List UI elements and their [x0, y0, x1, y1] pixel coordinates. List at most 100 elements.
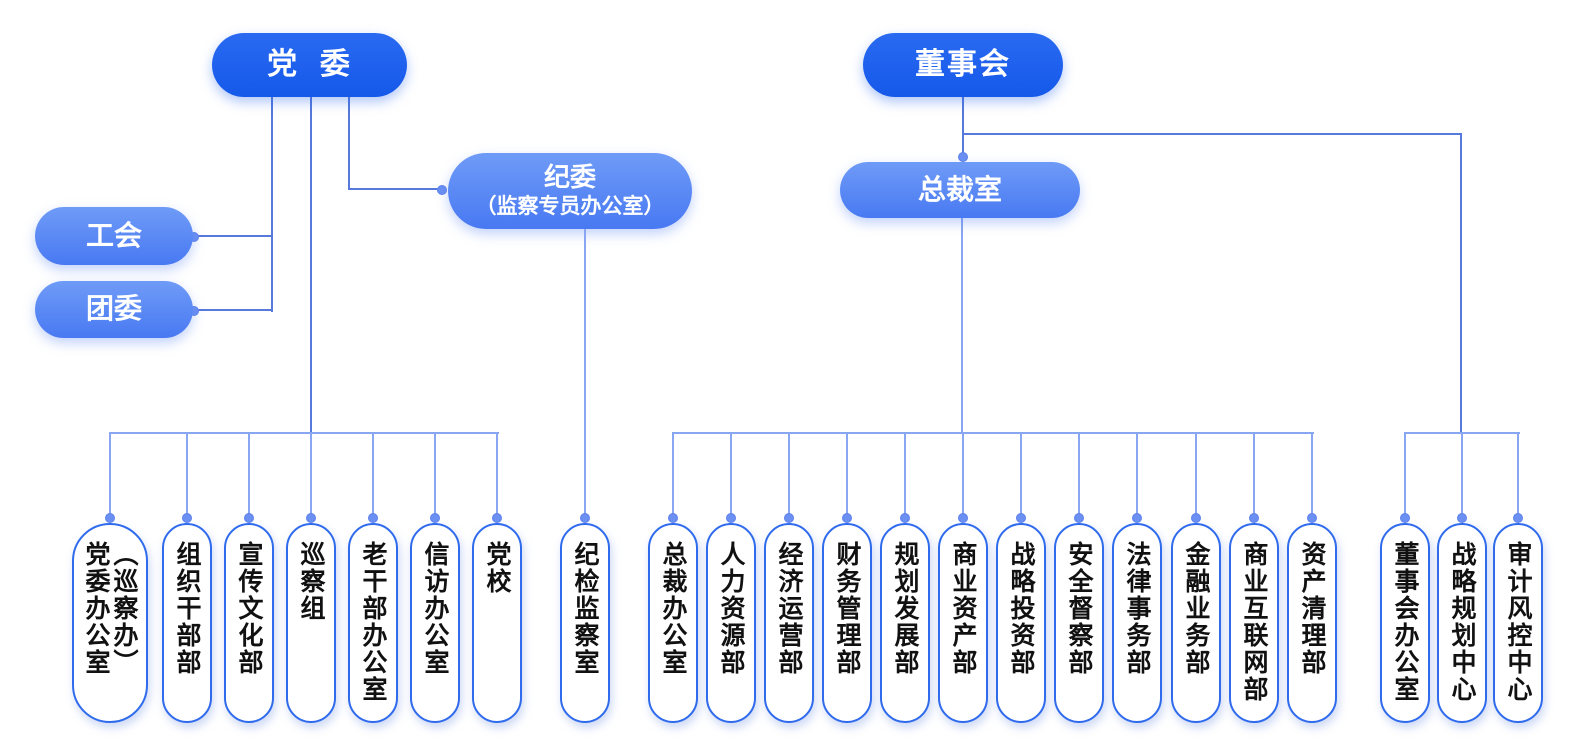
connector-line: [1517, 433, 1519, 514]
node-labor-union: 工会: [35, 207, 193, 265]
connector-dot: [306, 513, 316, 523]
capsule-planning-development-dept: 规划发展部: [880, 523, 930, 723]
capsule-legal-affairs-dept: 法律事务部: [1112, 523, 1162, 723]
capsule-organization-cadre-dept: 组织干部部: [162, 523, 212, 723]
connector-dot: [726, 513, 736, 523]
capsule-safety-supervision-dept: 安全督察部: [1054, 523, 1104, 723]
capsule-label: 资产清理部: [1298, 541, 1326, 676]
capsule-label: 宣传文化部: [235, 541, 263, 676]
capsule-finance-management-dept: 财务管理部: [822, 523, 872, 723]
connector-dot: [105, 513, 115, 523]
connector-dot: [1132, 513, 1142, 523]
capsule-economic-operation-dept: 经济运营部: [764, 523, 814, 723]
connector-dot: [1249, 513, 1259, 523]
capsule-asset-liquidation-dept: 资产清理部: [1287, 523, 1337, 723]
capsule-commercial-internet-dept: 商业互联网部: [1229, 523, 1279, 723]
connector-dot: [580, 513, 590, 523]
capsule-label: 战略规划中心: [1448, 541, 1476, 703]
node-sublabel: （监察专员办公室）: [475, 194, 665, 218]
capsule-label: 战略投资部: [1007, 541, 1035, 676]
connector-line: [1460, 133, 1462, 434]
connector-line: [248, 433, 250, 514]
connector-line: [310, 96, 312, 434]
capsule-label: 董事会办公室: [1391, 541, 1419, 703]
node-label: 纪委: [543, 161, 596, 192]
capsule-audit-risk-control-center: 审计风控中心: [1493, 523, 1543, 723]
capsule-strategic-investment-dept: 战略投资部: [996, 523, 1046, 723]
connector-line: [962, 96, 964, 158]
capsule-label: 法律事务部: [1123, 541, 1151, 676]
connector-line: [1078, 433, 1080, 514]
connector-line: [109, 433, 111, 514]
capsule-label: 组织干部部: [173, 541, 201, 676]
connector-line: [1195, 433, 1197, 514]
connector-dot: [1513, 513, 1523, 523]
connector-line: [1136, 433, 1138, 514]
connector-line: [186, 433, 188, 514]
node-president-office: 总裁室: [840, 162, 1080, 218]
node-label: 工会: [85, 219, 142, 251]
connector-line: [1461, 433, 1463, 514]
connector-line: [788, 433, 790, 514]
node-label: 总裁室: [917, 173, 1002, 205]
node-discipline-committee: 纪委 （监察专员办公室）: [448, 153, 692, 229]
connector-line: [194, 309, 273, 311]
connector-dot: [668, 513, 678, 523]
connector-dot: [842, 513, 852, 523]
capsule-label: 商业资产部: [949, 541, 977, 676]
connector-dot: [1307, 513, 1317, 523]
connector-line: [730, 433, 732, 514]
connector-line: [672, 433, 674, 514]
capsule-board-office: 董事会办公室: [1380, 523, 1430, 723]
connector-line: [1020, 433, 1022, 514]
capsule-label: 信访办公室: [421, 541, 449, 676]
connector-dot: [368, 513, 378, 523]
connector-line: [1253, 433, 1255, 514]
connector-line: [1311, 433, 1313, 514]
connector-dot: [1016, 513, 1026, 523]
connector-dot: [244, 513, 254, 523]
connector-line: [584, 229, 586, 514]
capsule-label: 巡察组: [297, 541, 325, 622]
capsule-publicity-culture-dept: 宣传文化部: [224, 523, 274, 723]
connector-line: [271, 96, 273, 312]
node-party-committee: 党 委: [212, 33, 407, 97]
capsule-label: 财务管理部: [833, 541, 861, 676]
connector-dot: [1457, 513, 1467, 523]
capsule-label: 审计风控中心: [1504, 541, 1532, 703]
connector-line: [904, 433, 906, 514]
node-label: 党 委: [267, 47, 352, 81]
capsule-petition-office: 信访办公室: [410, 523, 460, 723]
connector-dot: [182, 513, 192, 523]
node-board-of-directors: 董事会: [863, 33, 1063, 97]
capsule-label: 党委办公室（巡察办）: [82, 541, 138, 676]
connector-line: [963, 133, 1462, 135]
connector-line: [349, 188, 442, 190]
connector-line: [496, 433, 498, 514]
connector-dot: [492, 513, 502, 523]
connector-line: [846, 433, 848, 514]
connector-line: [372, 433, 374, 514]
connector-line: [194, 235, 273, 237]
connector-line: [109, 432, 499, 434]
connector-line: [962, 433, 964, 514]
connector-line: [434, 433, 436, 514]
connector-dot: [784, 513, 794, 523]
node-label: 团委: [85, 293, 142, 325]
capsule-label: 安全督察部: [1065, 541, 1093, 676]
capsule-label: 人力资源部: [717, 541, 745, 676]
capsule-label: 金融业务部: [1182, 541, 1210, 676]
capsule-financial-business-dept: 金融业务部: [1171, 523, 1221, 723]
connector-dot: [1191, 513, 1201, 523]
capsule-inspection-team: 巡察组: [286, 523, 336, 723]
capsule-label: 纪检监察室: [571, 541, 599, 676]
capsule-discipline-inspection-office: 纪检监察室: [560, 523, 610, 723]
capsule-president-office: 总裁办公室: [648, 523, 698, 723]
capsule-label: 经济运营部: [775, 541, 803, 676]
capsule-label: 党校: [483, 541, 511, 595]
capsule-party-committee-office: 党委办公室（巡察办）: [72, 523, 148, 723]
capsule-strategic-planning-center: 战略规划中心: [1437, 523, 1487, 723]
connector-dot: [958, 152, 968, 162]
connector-dot: [958, 513, 968, 523]
